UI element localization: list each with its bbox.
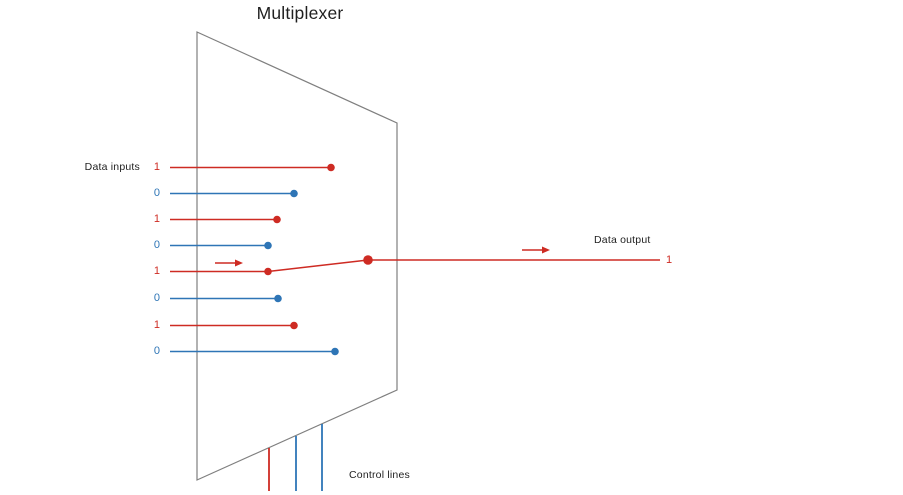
input-bit-label-1: 1 [153,161,160,173]
selector-line [267,259,369,273]
mux-body-shape [196,31,398,481]
input-bit-label-8: 0 [153,345,160,357]
flow-arrow-icon [215,259,243,267]
input-node-3 [273,215,281,224]
input-node-4 [264,241,272,250]
input-node-1 [327,163,335,172]
input-node-2 [290,189,298,198]
output-arrow-icon [522,246,550,254]
input-bit-label-4: 0 [153,239,160,251]
control-lines-label: Control lines [349,469,410,481]
input-bit-label-3: 1 [153,213,160,225]
input-bit-label-2: 0 [153,187,160,199]
input-bit-label-6: 0 [153,292,160,304]
data-inputs-label: Data inputs [84,161,140,173]
input-bit-label-7: 1 [153,319,160,331]
input-bit-label-5: 1 [153,265,160,277]
output-value-label: 1 [666,254,673,266]
input-node-8 [331,347,339,356]
input-node-6 [274,294,282,303]
data-output-label: Data output [594,234,651,246]
input-node-7 [290,321,298,330]
diagram-title: Multiplexer [256,3,344,23]
